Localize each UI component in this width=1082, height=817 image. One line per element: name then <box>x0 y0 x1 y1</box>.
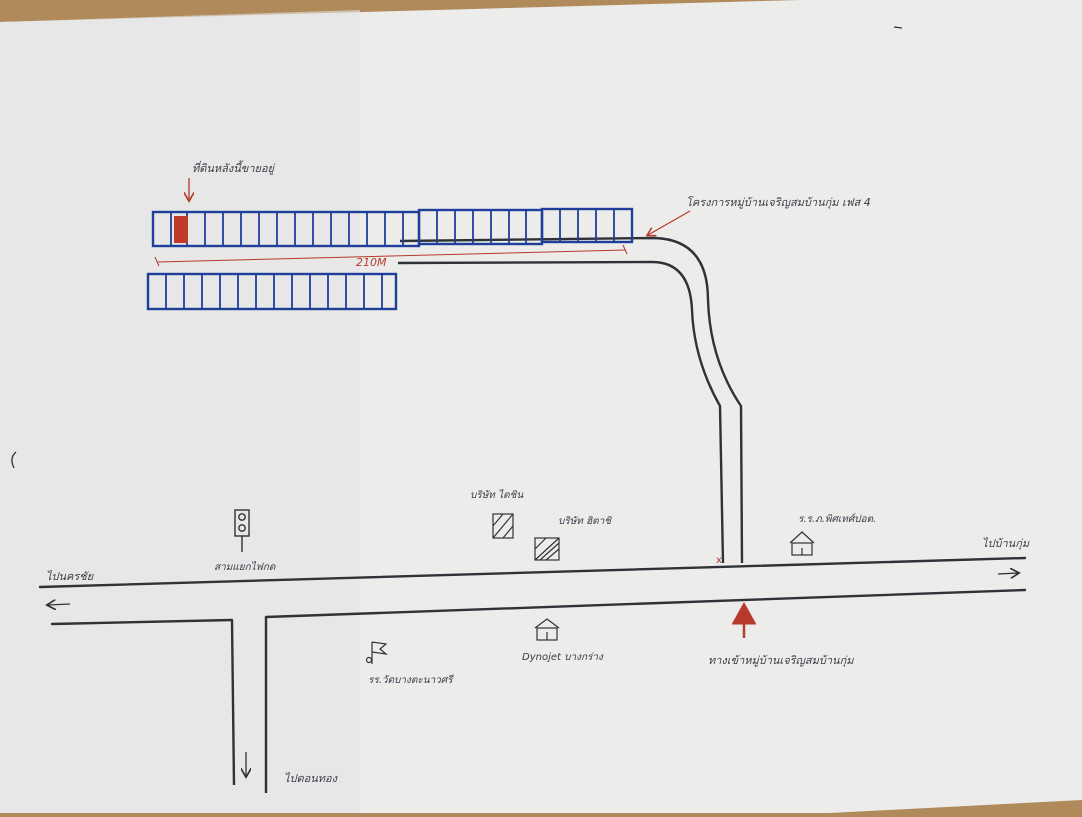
company-1-building-icon <box>492 513 514 539</box>
junction-mark: x <box>716 555 722 566</box>
traffic-light-icon <box>234 509 250 552</box>
company-1-label: บริษัท ไดชิน <box>470 489 524 501</box>
direction-right-label: ไปบ้านกุ่ม <box>982 537 1030 550</box>
shop-right-house-icon <box>789 531 815 556</box>
dyno-label: Dynojet บางกร่าง <box>522 652 604 663</box>
distance-label: 210M <box>356 256 387 269</box>
side-road-south <box>230 617 268 793</box>
entrance-label: ทางเข้าหมู่บ้านเจริญสมบ้านกุ่ม <box>708 654 854 667</box>
marked-plot <box>174 216 188 243</box>
direction-right-arrow <box>997 573 1018 574</box>
project-label: โครงการหมู่บ้านเจริญสมบ้านกุ่ม เฟส 4 <box>686 196 871 209</box>
distance-line <box>154 244 628 267</box>
traffic-light-label: สามแยกไฟกด <box>214 561 276 573</box>
direction-left-label: ไปนครชัย <box>46 570 95 583</box>
stray-mark <box>11 451 17 469</box>
flag-icon <box>365 641 389 664</box>
project-arrow <box>648 210 691 235</box>
project-access-road <box>397 236 744 564</box>
direction-left-arrow <box>48 604 71 605</box>
plot-row-top <box>151 207 634 248</box>
stray-dash <box>893 26 903 29</box>
temple-label: รร.วัดบางตะนาวศรี <box>368 674 455 686</box>
marked-plot-label: ที่ดินหลังนี้ขายอยู่ <box>192 160 276 175</box>
plot-row-bottom <box>146 272 398 311</box>
shop-right-label: ร.ร.ภ.พิศเทศ์ปอต. <box>798 513 876 525</box>
main-road <box>38 556 1027 626</box>
direction-down-label: ไปดอนทอง <box>284 772 339 785</box>
paper-shade <box>0 10 360 813</box>
dyno-house-icon <box>534 618 560 641</box>
company-2-label: บริษัท ฮิตาชิ <box>558 515 612 527</box>
company-2-building-icon <box>534 537 560 561</box>
